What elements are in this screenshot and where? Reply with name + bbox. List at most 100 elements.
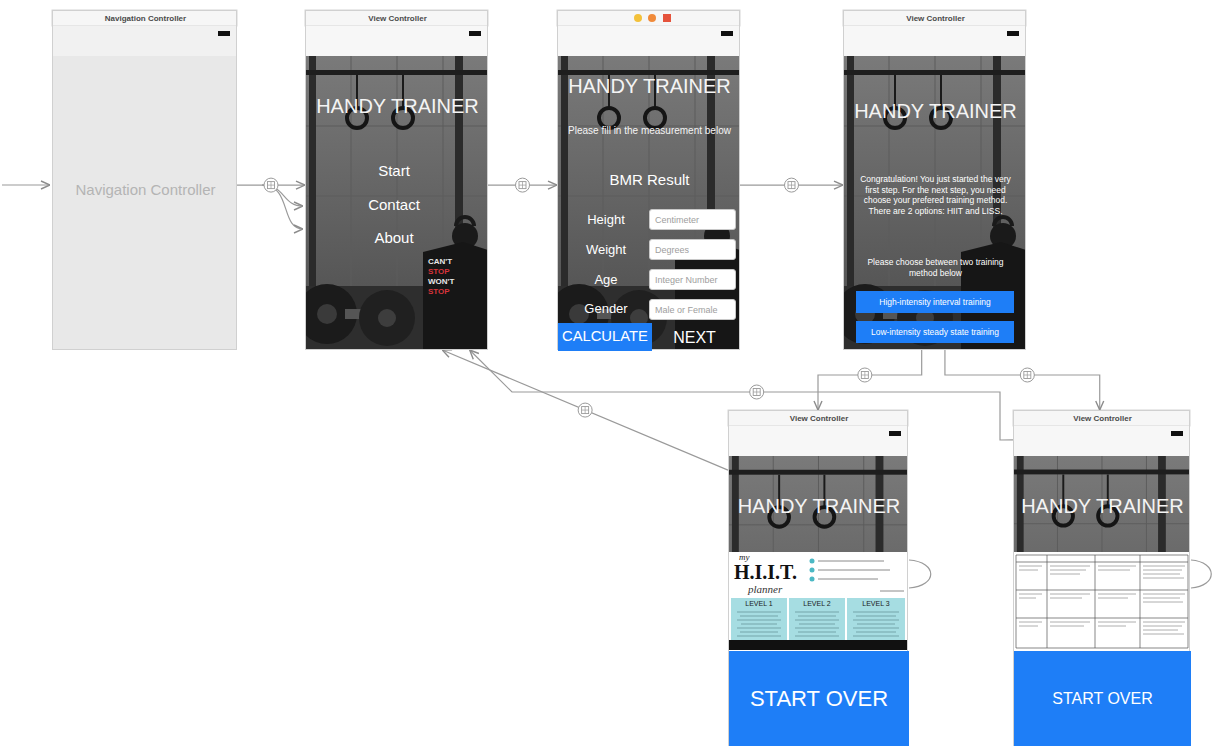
liss-table-fine-print (1019, 566, 1185, 634)
segue-icon-glyph (1024, 372, 1031, 379)
segue-connector (945, 350, 1100, 410)
segue-icon-glyph (753, 389, 760, 396)
scene-body (52, 56, 237, 350)
view-controller-scene: HANDY TRAINERPlease fill in the measurem… (557, 10, 740, 350)
segue-icon-glyph (582, 407, 589, 414)
paragraph-text: Congratulation! You just started the ver… (854, 174, 1017, 217)
liss-table-grid (1016, 555, 1188, 648)
text-field: Integer Number (649, 269, 736, 290)
button-text: CALCULATE (558, 323, 652, 351)
menu-item: About (344, 229, 444, 247)
segue-icon (785, 178, 799, 192)
blue-button: CALCULATE (558, 323, 652, 351)
self-segue-loop (1191, 560, 1211, 588)
blue-button: START OVER (729, 651, 909, 746)
button-text: START OVER (1014, 651, 1191, 746)
instruction-text: Please fill in the measurement below (560, 125, 739, 137)
gym-photo (297, 56, 488, 350)
field-placeholder: Integer Number (650, 270, 737, 291)
field-label: Weight (568, 242, 644, 258)
hiit-planner-image (728, 552, 908, 650)
blue-button: START OVER (1014, 651, 1191, 746)
scene-header (1013, 410, 1190, 426)
level-panel (789, 598, 845, 640)
nav-bar (52, 26, 237, 56)
planner-footer-band (728, 640, 908, 650)
result-label: BMR Result (558, 171, 741, 189)
segue-icon (516, 178, 530, 192)
scene-header (305, 10, 488, 26)
planner-title: planner (748, 584, 798, 595)
field-label: Gender (568, 301, 644, 317)
segue-icon (578, 403, 592, 417)
scene-title: View Controller (306, 11, 489, 27)
self-segue-loop (909, 560, 931, 588)
segue-icon-glyph (519, 182, 526, 189)
text-field: Degrees (649, 239, 736, 260)
segue-connector (442, 350, 728, 470)
segue-icon-glyph (861, 372, 868, 379)
battery-icon (1171, 431, 1183, 436)
navigation-scene: Navigation ControllerNavigation Controll… (52, 10, 237, 350)
planner-fine-print (818, 561, 904, 591)
blue-button: Low-intensity steady state training (856, 321, 1014, 343)
poster-text: WON'T (428, 278, 468, 287)
status-bar (1013, 426, 1190, 456)
scene-title: Navigation Controller (53, 11, 238, 27)
segue-icon-glyph (788, 182, 795, 189)
edge-group (237, 185, 1100, 470)
app-title: HANDY TRAINER (729, 494, 909, 518)
segue-icon-glyph (753, 389, 760, 396)
scene-dock-icon (648, 14, 656, 22)
planner-title: H.I.I.T. (734, 562, 810, 582)
segue-icon-ring (750, 385, 764, 399)
segue-icon-ring (1020, 368, 1034, 382)
app-title: HANDY TRAINER (306, 94, 489, 118)
placeholder-label: Navigation Controller (53, 181, 238, 199)
menu-scene-frame (297, 10, 488, 350)
initial-view-arrow (2, 184, 50, 185)
view-controller-scene: View ControllerHANDY TRAINER START OVER (728, 410, 908, 746)
button-text: START OVER (729, 651, 909, 746)
liss-table-image (1013, 552, 1190, 650)
planner-title: my (739, 553, 759, 562)
segue-icon-glyph (268, 182, 275, 189)
planner-bullet (810, 568, 815, 573)
level-panel (731, 598, 787, 640)
segue-icon (750, 385, 764, 399)
menu-item: Contact (344, 196, 444, 214)
status-bar (305, 26, 488, 56)
gym-photo (549, 56, 740, 350)
menu-item: Start (344, 162, 444, 180)
battery-icon (889, 431, 901, 436)
segue-icon-ring (264, 178, 278, 192)
scene-title: View Controller (1014, 411, 1191, 427)
planner-bullet (810, 559, 815, 564)
segue-icon (264, 178, 278, 192)
field-label: Age (568, 272, 644, 288)
nav-scene-frame (52, 10, 237, 350)
status-bar (728, 426, 908, 456)
segue-icon-ring (785, 178, 799, 192)
segue-icon-glyph (861, 372, 868, 379)
segue-icon-glyph (519, 182, 526, 189)
app-title: HANDY TRAINER (844, 99, 1027, 123)
poster-text: STOP (428, 268, 468, 277)
segue-icon-glyph (788, 182, 795, 189)
level-panel (847, 598, 905, 640)
instruction-text: Please choose between two training metho… (860, 257, 1011, 278)
view-controller-scene: View ControllerHANDY TRAINERCongratulati… (843, 10, 1026, 350)
battery-icon (218, 31, 230, 36)
field-placeholder: Male or Female (650, 300, 737, 321)
segue-icon-glyph (1024, 372, 1031, 379)
segue-icon-glyph (268, 182, 275, 189)
level-heading: LEVEL 1 (731, 600, 787, 607)
level-heading: LEVEL 2 (789, 600, 845, 607)
segue-icon (858, 368, 872, 382)
planner-fine-print (737, 612, 899, 636)
next-button-text: NEXT (653, 328, 736, 347)
scene-title: View Controller (729, 411, 909, 427)
